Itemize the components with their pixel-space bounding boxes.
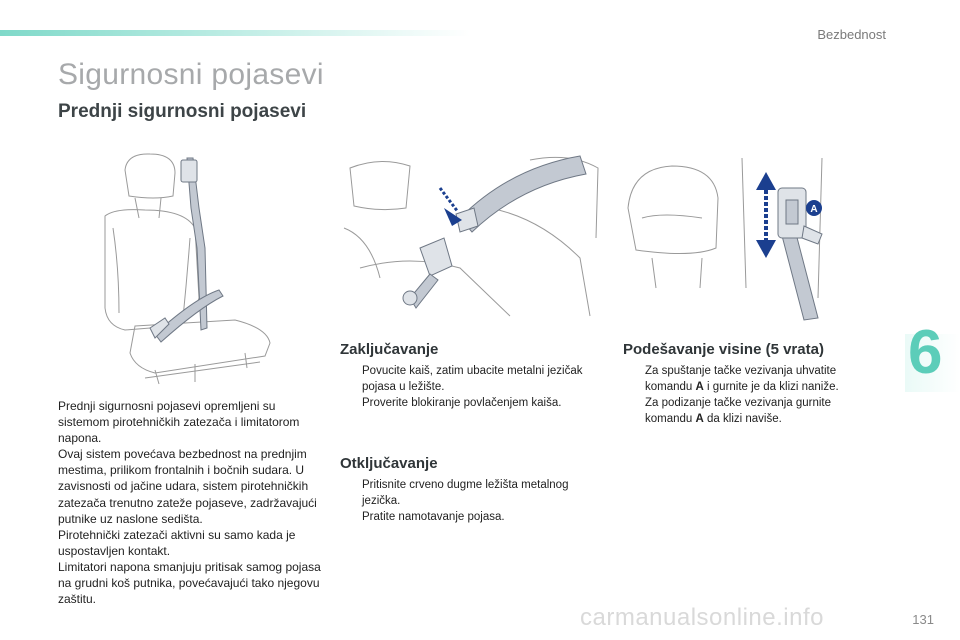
height-adjuster-illustration: A (622, 158, 832, 323)
list-item: Za spuštanje tačke vezivanja uhvatite ko… (645, 365, 839, 393)
updown-arrow-icon (756, 172, 776, 258)
intro-paragraph: Pirotehnički zatezači aktivni su samo ka… (58, 527, 296, 558)
unlocking-list: Pritisnite crveno dugme ležišta metalnog… (340, 478, 608, 527)
unlocking-heading: Otključavanje (340, 455, 438, 472)
section-label: Bezbednost (817, 27, 886, 42)
intro-paragraph: Prednji sigurnosni pojasevi opremljeni s… (58, 399, 300, 446)
marker-a-label: A (810, 204, 817, 215)
locking-heading: Zaključavanje (340, 341, 439, 358)
buckle-illustration (340, 148, 602, 323)
list-item: Povucite kaiš, zatim ubacite metalni jez… (362, 365, 583, 393)
list-item: Proverite blokiranje povlačenjem kaiša. (362, 397, 562, 410)
header-accent-bar (0, 30, 470, 36)
chapter-number: 6 (908, 318, 943, 387)
list-item: Pritisnite crveno dugme ležišta metalnog… (362, 479, 569, 507)
height-heading: Podešavanje visine (5 vrata) (623, 341, 824, 358)
list-item: Pratite namotavanje pojasa. (362, 511, 505, 524)
page-number: 131 (912, 612, 934, 627)
intro-paragraph: Limitatori napona smanjuju pritisak samo… (58, 559, 321, 607)
chapter-badge (905, 334, 960, 392)
locking-list: Povucite kaiš, zatim ubacite metalni jez… (340, 364, 608, 413)
watermark: carmanualsonline.info (580, 604, 824, 631)
height-list: Za spuštanje tačke vezivanja uhvatite ko… (623, 364, 863, 428)
list-item: Za podizanje tačke vezivanja gurnite kom… (645, 397, 832, 425)
page-subtitle: Prednji sigurnosni pojasevi (58, 101, 307, 122)
seat-belt-illustration (95, 148, 285, 388)
intro-paragraph: Ovaj sistem povećava bezbednost na predn… (58, 447, 317, 526)
page-title: Sigurnosni pojasevi (58, 58, 324, 91)
intro-text: Prednji sigurnosni pojasevi opremljeni s… (58, 398, 328, 607)
